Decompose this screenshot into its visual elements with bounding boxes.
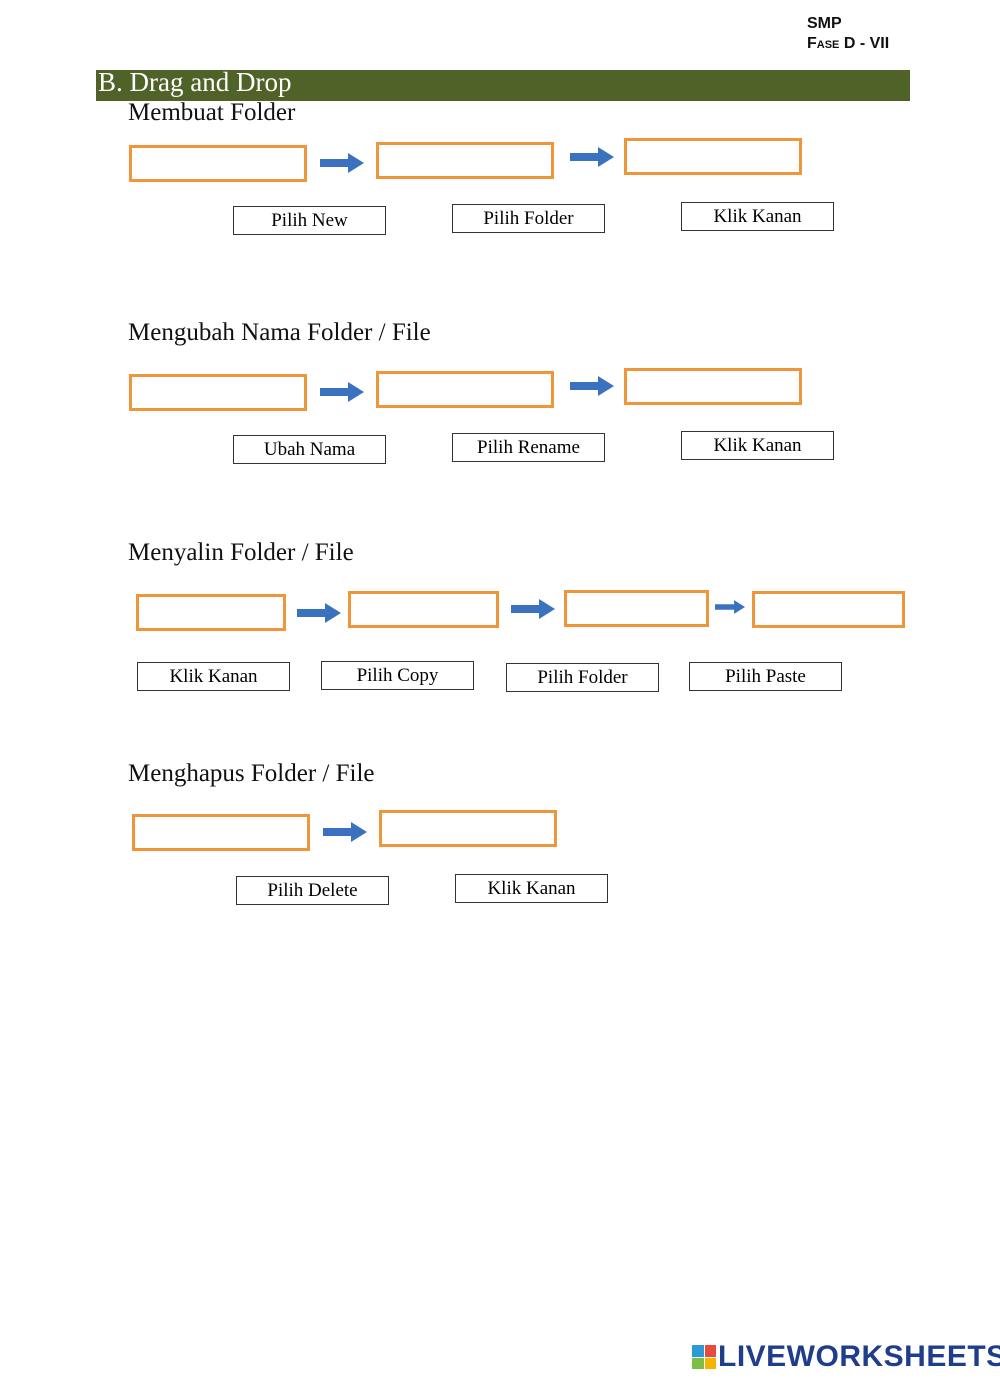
drop-zone-3-4[interactable]	[752, 591, 905, 628]
drop-zone-4-2[interactable]	[379, 810, 557, 847]
section-title-mengubah-nama: Mengubah Nama Folder / File	[128, 319, 431, 346]
arrow-right-icon	[320, 382, 364, 402]
drop-zone-3-3[interactable]	[564, 590, 709, 627]
drop-zone-1-2[interactable]	[376, 142, 554, 179]
arrow-right-icon	[511, 599, 555, 619]
arrow-right-icon	[570, 147, 614, 167]
drop-zone-4-1[interactable]	[132, 814, 310, 851]
logo-text: LIVEWORKSHEETS	[718, 1340, 1000, 1373]
drag-chip[interactable]: Klik Kanan	[681, 202, 834, 231]
drop-zone-1-3[interactable]	[624, 138, 802, 175]
drag-chip[interactable]: Pilih New	[233, 206, 386, 235]
drag-chip[interactable]: Pilih Folder	[506, 663, 659, 692]
drop-zone-3-1[interactable]	[136, 594, 286, 631]
drag-chip[interactable]: Klik Kanan	[455, 874, 608, 903]
school-level: SMP	[807, 15, 842, 32]
drop-zone-2-2[interactable]	[376, 371, 554, 408]
section-title-menghapus: Menghapus Folder / File	[128, 760, 375, 787]
drag-chip[interactable]: Pilih Rename	[452, 433, 605, 462]
phase-label: Fase D - VII	[807, 35, 890, 52]
drop-zone-2-3[interactable]	[624, 368, 802, 405]
arrow-right-icon	[570, 376, 614, 396]
drag-chip[interactable]: Klik Kanan	[137, 662, 290, 691]
liveworksheets-logo-icon	[692, 1345, 716, 1369]
section-title-menyalin: Menyalin Folder / File	[128, 539, 354, 566]
section-title-membuat-folder: Membuat Folder	[128, 99, 296, 126]
drag-chip[interactable]: Pilih Copy	[321, 661, 474, 690]
drag-chip[interactable]: Ubah Nama	[233, 435, 386, 464]
drag-chip[interactable]: Pilih Folder	[452, 204, 605, 233]
drag-chip[interactable]: Pilih Paste	[689, 662, 842, 691]
drag-chip[interactable]: Klik Kanan	[681, 431, 834, 460]
section-banner	[96, 70, 910, 101]
arrow-right-icon	[715, 600, 745, 614]
section-title: B. Drag and Drop	[98, 67, 292, 97]
arrow-right-icon	[323, 822, 367, 842]
arrow-right-icon	[320, 153, 364, 173]
drag-chip[interactable]: Pilih Delete	[236, 876, 389, 905]
arrow-right-icon	[297, 603, 341, 623]
drop-zone-2-1[interactable]	[129, 374, 307, 411]
liveworksheets-logo: LIVEWORKSHEETS	[692, 1342, 1000, 1372]
drop-zone-3-2[interactable]	[348, 591, 499, 628]
drop-zone-1-1[interactable]	[129, 145, 307, 182]
